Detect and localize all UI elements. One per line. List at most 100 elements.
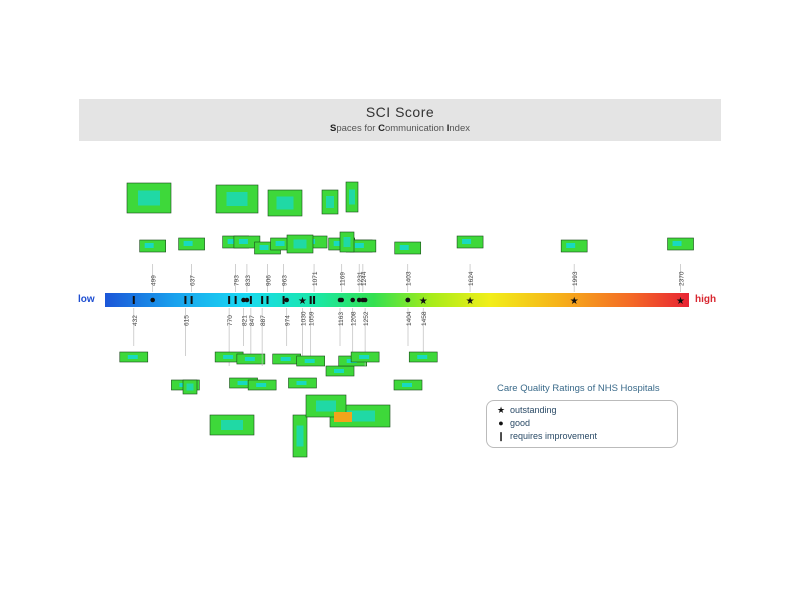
score-label: 1624 — [468, 271, 475, 286]
floorplan-detail — [226, 192, 248, 206]
floorplan-detail — [417, 355, 428, 359]
bar-icon: ❙ — [497, 431, 505, 441]
high-label: high — [695, 294, 717, 305]
subtitle-initial: S — [330, 123, 337, 134]
score-label: 1244 — [361, 271, 368, 286]
floorplan-detail — [402, 383, 413, 387]
bar-icon — [190, 296, 193, 304]
bar-icon — [249, 296, 252, 304]
dot-icon — [244, 297, 250, 303]
dot-icon — [350, 297, 356, 303]
legend-label: outstanding — [510, 405, 557, 415]
floorplan-detail — [296, 381, 307, 385]
floorplan-detail — [186, 383, 194, 391]
dot-icon: ● — [498, 418, 504, 428]
bar-icon — [234, 296, 237, 304]
dot-icon — [405, 297, 411, 303]
floorplan-detail — [334, 412, 352, 422]
score-label: 1404 — [406, 311, 413, 326]
bar-icon — [309, 296, 312, 304]
floorplan-detail — [138, 190, 160, 206]
score-label: 1252 — [363, 311, 370, 326]
score-label: 615 — [183, 315, 190, 326]
floorplan-detail — [399, 245, 409, 250]
low-label: low — [78, 294, 95, 305]
floorplan-detail — [227, 239, 237, 244]
bar-icon — [282, 296, 285, 304]
floorplan-detail — [672, 241, 682, 246]
dot-icon — [356, 297, 362, 303]
score-label: 1231 — [357, 271, 364, 286]
floorplan-detail — [334, 369, 345, 373]
score-label: 1208 — [351, 311, 358, 326]
floorplan-detail — [244, 357, 255, 361]
score-label: 1458 — [421, 311, 428, 326]
floorplan-detail — [296, 425, 304, 447]
score-label: 906 — [266, 275, 273, 286]
floorplan-detail — [293, 239, 307, 249]
score-label: 499 — [151, 275, 158, 286]
floorplan-detail — [183, 241, 193, 246]
floorplan-detail — [316, 400, 336, 412]
floorplan-detail — [238, 239, 248, 244]
score-label: 1163 — [338, 312, 345, 326]
floorplan-detail — [276, 196, 294, 210]
subtitle-text: ommunication — [384, 123, 447, 134]
score-label: 974 — [285, 315, 292, 326]
dot-icon — [241, 297, 246, 303]
dot-icon — [339, 297, 345, 303]
score-label: 1071 — [312, 271, 319, 286]
star-icon: ★ — [298, 296, 307, 307]
legend-item-requires-improvement: ❙ requires improvement — [495, 431, 597, 442]
chart-title: SCI Score — [365, 104, 435, 120]
score-label: 833 — [245, 275, 252, 286]
star-icon: ★ — [466, 296, 475, 307]
floorplan-detail — [326, 196, 334, 208]
score-label: 1403 — [406, 271, 413, 286]
floorplan-detail — [127, 355, 138, 359]
bar-icon — [261, 296, 264, 304]
star-icon: ★ — [419, 296, 428, 307]
legend-title: Care Quality Ratings of NHS Hospitals — [497, 383, 660, 394]
score-label: 770 — [227, 315, 234, 326]
floorplan-detail — [333, 241, 343, 246]
floorplan-detail — [221, 420, 243, 430]
score-label: 1993 — [572, 271, 579, 286]
floorplan-detail — [345, 410, 375, 422]
bar-icon — [132, 296, 135, 304]
legend-item-outstanding: ★ outstanding — [495, 405, 557, 416]
score-label: 432 — [132, 315, 139, 326]
score-label: 847 — [249, 315, 256, 326]
floorplan-detail — [237, 381, 248, 385]
legend-label: good — [510, 418, 531, 428]
subtitle-initial: C — [378, 123, 385, 134]
legend-box — [486, 400, 678, 448]
score-label: 1030 — [300, 311, 307, 326]
legend-label: requires improvement — [510, 431, 598, 441]
bar-icon — [228, 296, 231, 304]
subtitle-initial: I — [446, 123, 450, 134]
floorplan-detail — [349, 189, 355, 205]
star-icon: ★ — [496, 405, 506, 415]
floorplan-detail — [223, 355, 234, 359]
legend-item-good: ● good — [495, 418, 530, 428]
floorplan-detail — [462, 239, 472, 244]
floorplan-detail — [359, 355, 370, 359]
bar-icon — [184, 296, 187, 304]
floorplan-detail — [256, 383, 267, 387]
star-icon: ★ — [570, 296, 579, 307]
dot-icon — [284, 297, 289, 303]
floorplan-detail — [144, 243, 154, 248]
score-label: 1169 — [340, 272, 347, 286]
subtitle-text: paces for — [336, 123, 379, 134]
score-label: 637 — [190, 275, 197, 286]
score-label: 887 — [260, 315, 267, 326]
chart-subtitle: Spaces for Communication Index — [79, 123, 721, 134]
floorplan-detail — [304, 359, 315, 363]
title-banner: SCI Score Spaces for Communication Index — [79, 99, 721, 141]
score-label: 2370 — [679, 271, 686, 286]
score-label: 821 — [242, 315, 249, 326]
score-label: 963 — [282, 275, 289, 286]
floorplan-detail — [566, 243, 576, 248]
